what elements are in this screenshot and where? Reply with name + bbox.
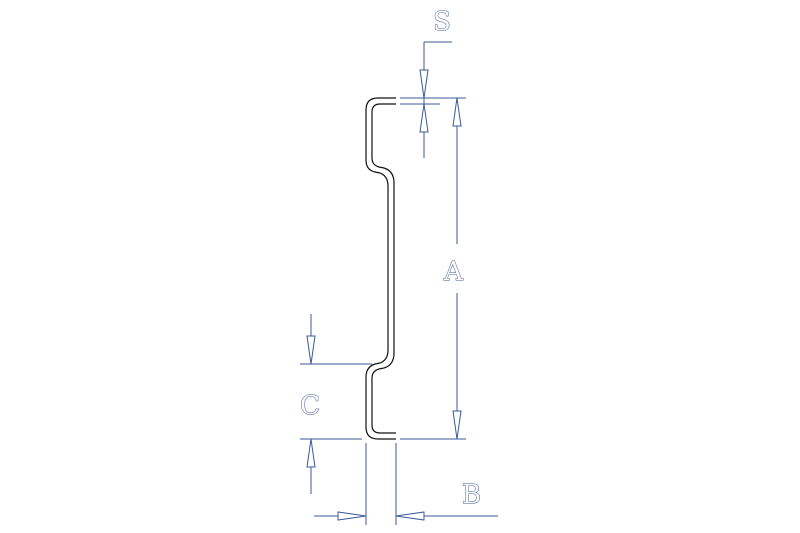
dimension-label-a: A [443, 257, 464, 287]
dimension-s [400, 41, 466, 158]
dimension-label-b: B [462, 480, 481, 510]
dimension-label-c: C [300, 391, 320, 421]
dimension-label-s: S [433, 7, 451, 37]
sheet-profile [365, 97, 396, 440]
dimension-c [300, 314, 372, 494]
dimension-a [400, 97, 466, 440]
dimension-b [314, 443, 498, 525]
